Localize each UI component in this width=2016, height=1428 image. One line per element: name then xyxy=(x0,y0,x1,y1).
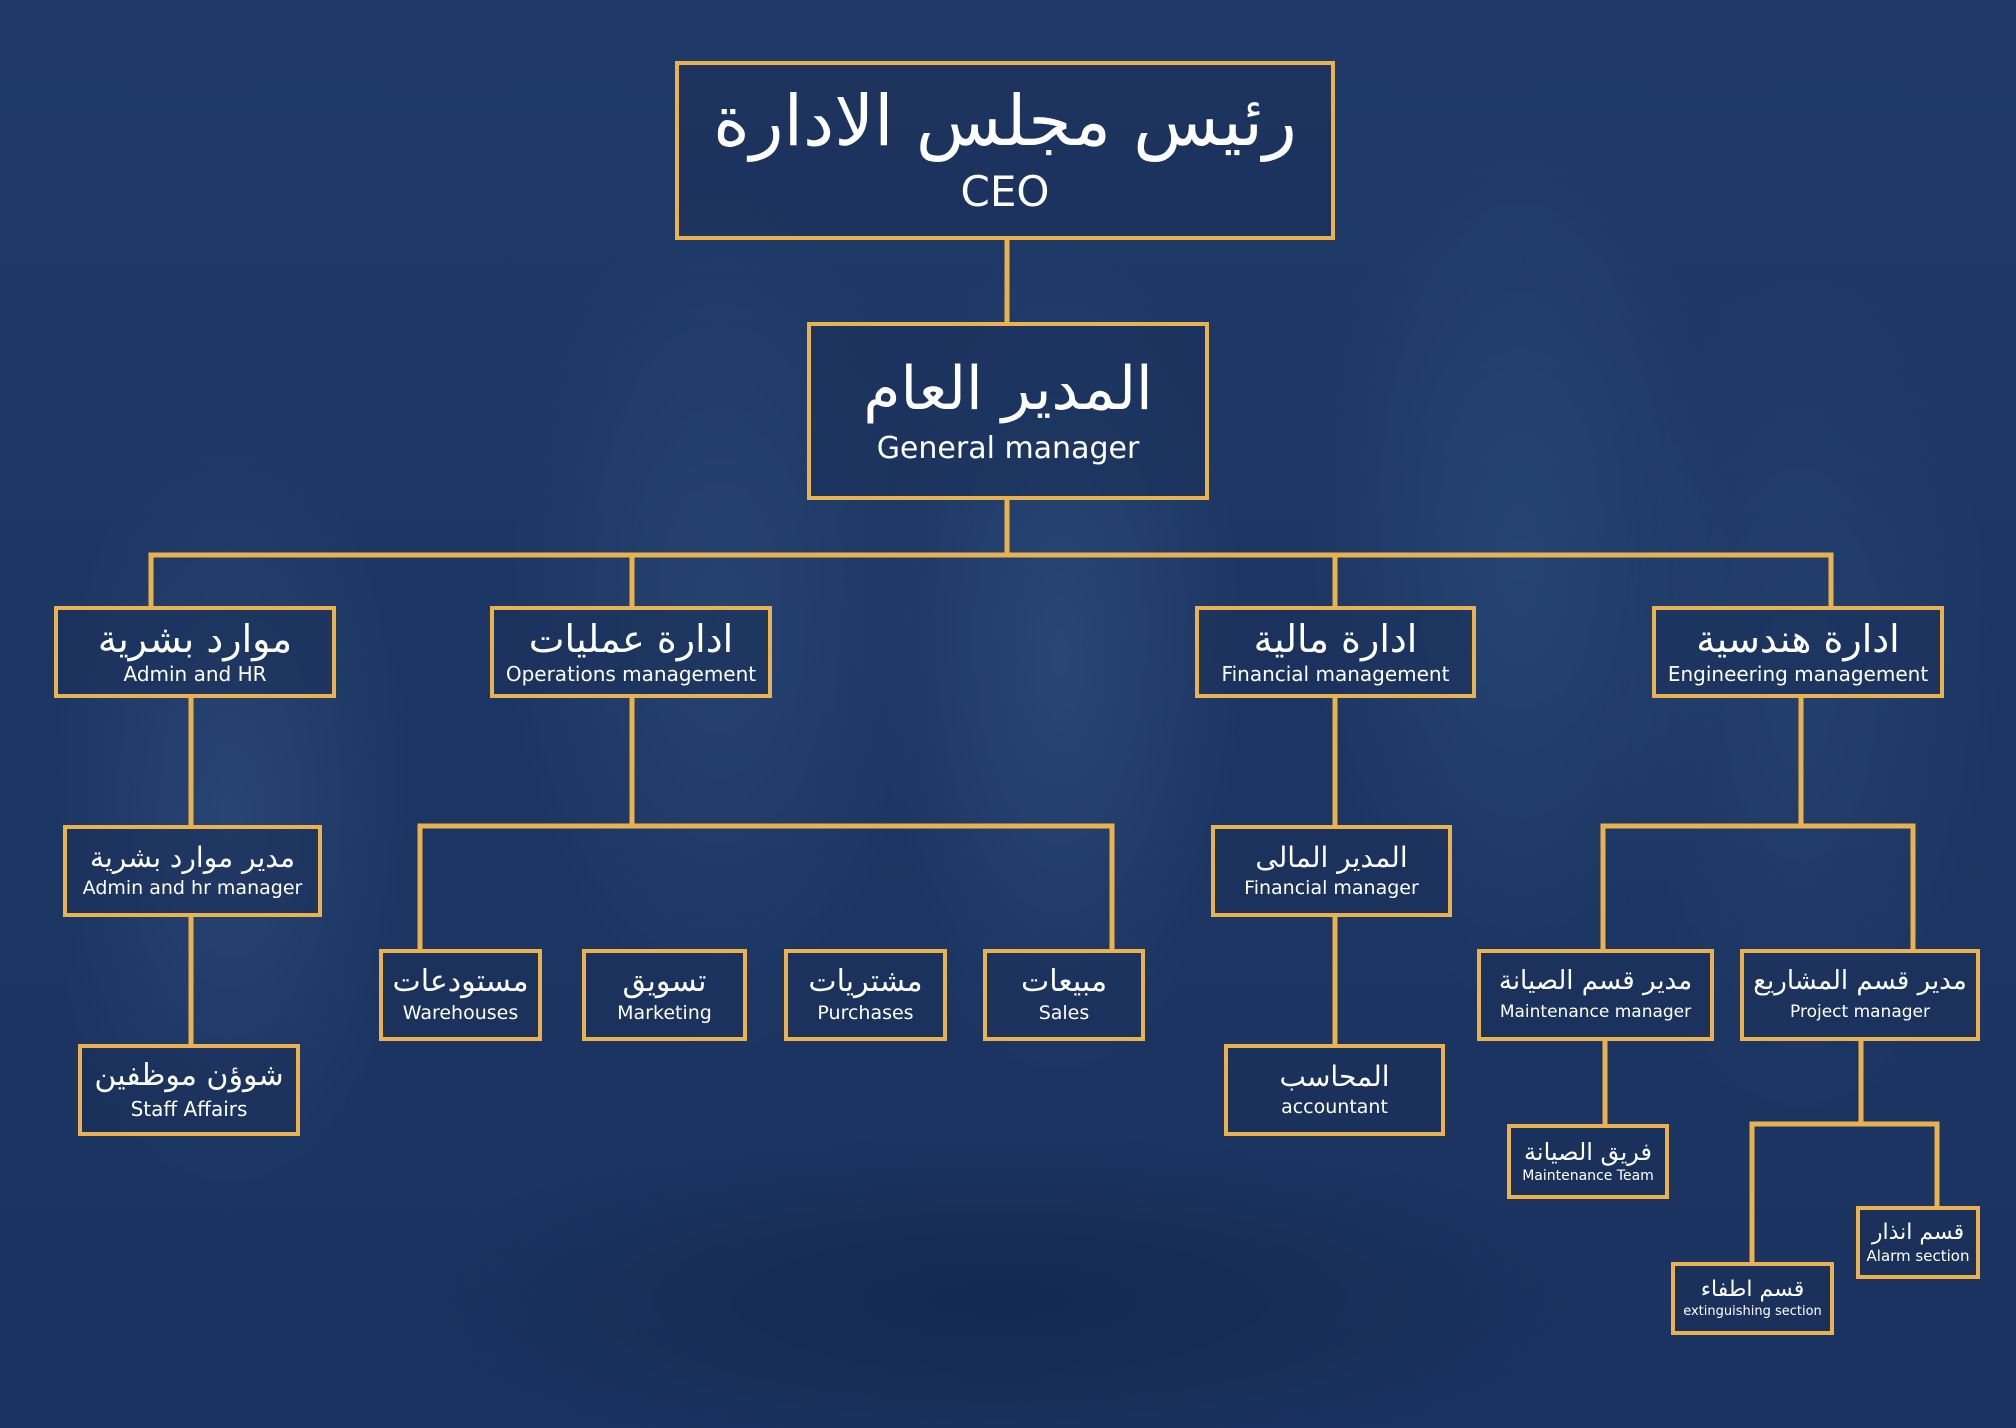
node-fin-en: Financial management xyxy=(1221,662,1450,687)
node-project-manager-en: Project manager xyxy=(1790,1002,1930,1023)
node-ceo-en: CEO xyxy=(960,166,1050,216)
node-accountant-ar: المحاسب xyxy=(1279,1059,1390,1093)
node-staff-affairs-ar: شوؤن موظفين xyxy=(94,1058,284,1094)
node-eng-en: Engineering management xyxy=(1667,662,1929,687)
node-eng-ar: ادارة هندسية xyxy=(1696,616,1900,661)
node-alarm-ar: قسم انذار xyxy=(1871,1220,1965,1246)
node-alarm-en: Alarm section xyxy=(1866,1246,1970,1265)
node-hr-manager-ar: مدير موارد بشرية xyxy=(90,840,295,874)
node-maint-manager-en: Maintenance manager xyxy=(1499,1002,1692,1023)
node-project-manager: مدير قسم المشاريع Project manager xyxy=(1740,949,1980,1041)
node-staff-affairs-en: Staff Affairs xyxy=(130,1096,248,1121)
node-maint-manager-ar: مدير قسم الصيانة xyxy=(1498,966,1693,997)
node-fin-ar: ادارة مالية xyxy=(1253,616,1418,661)
node-ops: ادارة عمليات Operations management xyxy=(490,606,772,698)
node-maint-team-ar: فريق الصيانة xyxy=(1524,1137,1652,1166)
node-marketing-en: Marketing xyxy=(617,1002,712,1025)
node-fin: ادارة مالية Financial management xyxy=(1195,606,1476,698)
node-gm-en: General manager xyxy=(876,431,1140,467)
node-fin-manager-en: Financial manager xyxy=(1244,877,1419,900)
node-ops-ar: ادارة عمليات xyxy=(528,616,734,661)
node-extinguishing-en: extinguishing section xyxy=(1683,1303,1822,1319)
node-sales: مبيعات Sales xyxy=(983,949,1145,1041)
node-warehouses: مستودعات Warehouses xyxy=(379,949,542,1041)
node-maint-team-en: Maintenance Team xyxy=(1522,1168,1654,1185)
node-ceo-ar: رئيس مجلس الادارة xyxy=(713,80,1297,163)
node-eng: ادارة هندسية Engineering management xyxy=(1652,606,1944,698)
node-maint-team: فريق الصيانة Maintenance Team xyxy=(1507,1124,1669,1199)
node-purchases-en: Purchases xyxy=(817,1002,914,1025)
node-ceo: رئيس مجلس الادارة CEO xyxy=(675,61,1335,240)
node-hr-manager-en: Admin and hr manager xyxy=(82,877,303,900)
node-gm: المدير العام General manager xyxy=(807,322,1209,500)
node-sales-ar: مبيعات xyxy=(1020,963,1108,999)
node-alarm: قسم انذار Alarm section xyxy=(1856,1206,1980,1279)
node-warehouses-en: Warehouses xyxy=(402,1002,519,1025)
node-extinguishing-ar: قسم اطفاء xyxy=(1700,1277,1805,1303)
node-purchases: مشتريات Purchases xyxy=(784,949,947,1041)
node-extinguishing: قسم اطفاء extinguishing section xyxy=(1671,1262,1834,1335)
node-fin-manager: المدير المالى Financial manager xyxy=(1211,825,1452,917)
node-warehouses-ar: مستودعات xyxy=(392,963,529,999)
node-hr-ar: موارد بشرية xyxy=(97,616,293,661)
node-marketing: تسويق Marketing xyxy=(582,949,747,1041)
node-staff-affairs: شوؤن موظفين Staff Affairs xyxy=(78,1044,300,1136)
node-sales-en: Sales xyxy=(1038,1002,1090,1025)
node-marketing-ar: تسويق xyxy=(622,963,707,999)
node-accountant-en: accountant xyxy=(1281,1096,1388,1119)
node-accountant: المحاسب accountant xyxy=(1224,1044,1445,1136)
node-purchases-ar: مشتريات xyxy=(808,963,923,999)
node-hr: موارد بشرية Admin and HR xyxy=(54,606,336,698)
node-hr-en: Admin and HR xyxy=(123,662,267,687)
node-gm-ar: المدير العام xyxy=(863,354,1153,425)
node-ops-en: Operations management xyxy=(505,662,757,687)
node-maint-manager: مدير قسم الصيانة Maintenance manager xyxy=(1477,949,1714,1041)
node-hr-manager: مدير موارد بشرية Admin and hr manager xyxy=(63,825,322,917)
node-fin-manager-ar: المدير المالى xyxy=(1255,840,1408,874)
node-project-manager-ar: مدير قسم المشاريع xyxy=(1753,966,1967,997)
